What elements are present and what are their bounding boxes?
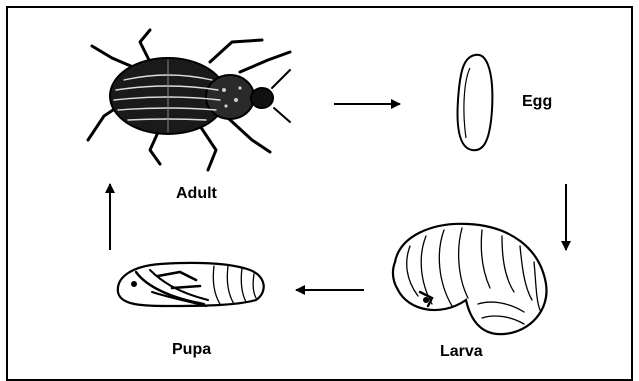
beetle-icon (88, 30, 290, 170)
egg-icon (458, 55, 493, 150)
pupa-icon (118, 263, 264, 306)
pupa-label: Pupa (172, 342, 211, 358)
adult-label: Adult (176, 186, 217, 202)
larva-label: Larva (440, 344, 483, 360)
egg-label: Egg (522, 94, 552, 110)
larva-icon (393, 224, 546, 334)
